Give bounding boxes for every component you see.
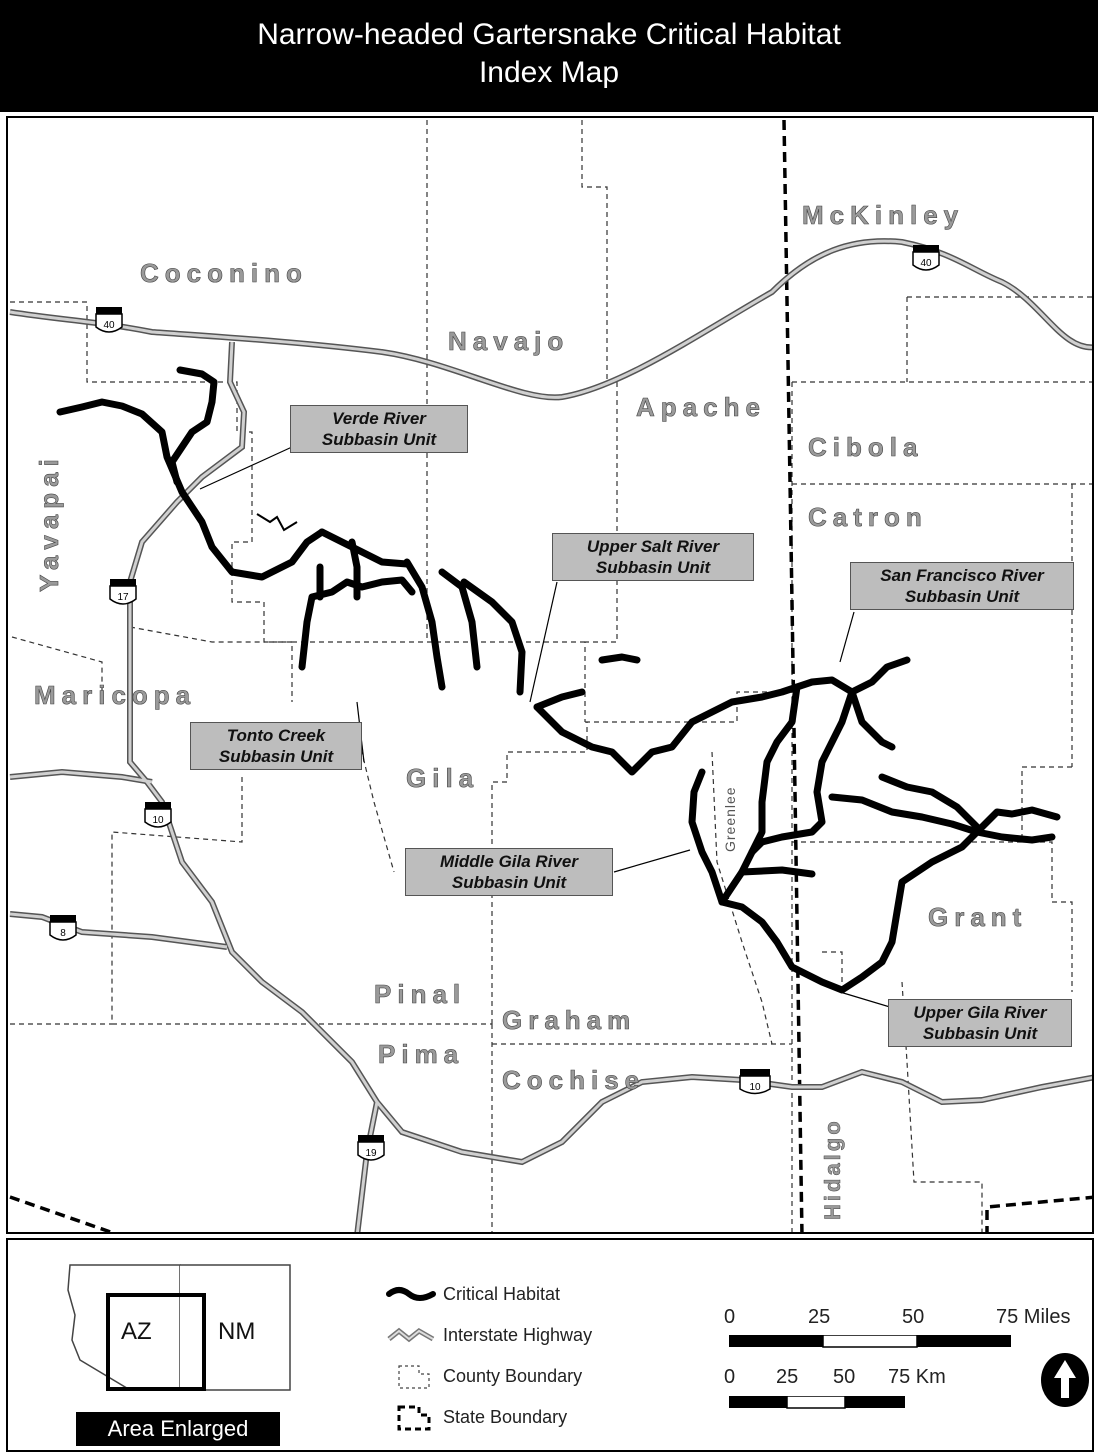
svg-text:17: 17	[117, 592, 129, 603]
unit-label-upper-gila-line2: Subbasin Unit	[922, 1024, 1038, 1043]
unit-label-verde-line2: Subbasin Unit	[321, 430, 437, 449]
svg-text:10: 10	[749, 1082, 761, 1093]
shield-i40-east: 40	[912, 245, 940, 271]
inset-label-nm: NM	[218, 1318, 256, 1345]
map-area: 40 40 17 10 8	[6, 116, 1094, 1234]
county-label-pinal: Pinal	[374, 979, 466, 1009]
shield-i10-west: 10	[144, 802, 172, 828]
svg-text:10: 10	[152, 815, 164, 826]
scale-km-tick-75: 75 Km	[888, 1366, 946, 1388]
scale-km-tick-0: 0	[724, 1366, 736, 1388]
svg-text:40: 40	[103, 320, 115, 331]
unit-label-middle-gila-line1: Middle Gila River	[440, 852, 578, 871]
map-svg: 40 40 17 10 8	[9, 119, 1092, 1232]
unit-label-tonto-line2: Subbasin Unit	[218, 747, 334, 766]
scale-km-tick-50: 50	[833, 1366, 856, 1388]
state-boundary-symbol	[397, 1405, 431, 1431]
unit-label-middle-gila-line2: Subbasin Unit	[451, 873, 567, 892]
inset-label-az: AZ	[121, 1318, 152, 1345]
unit-label-verde-line1: Verde River	[332, 409, 426, 428]
county-label-coconino: Coconino	[140, 258, 308, 288]
county-labels: Coconino Navajo Apache McKinley Cibola C…	[34, 200, 1027, 1221]
verde-detail-line	[256, 513, 298, 532]
leader-lines	[199, 446, 891, 1008]
county-label-hidalgo: Hidalgo	[820, 1118, 845, 1220]
county-label-mckinley: McKinley	[802, 200, 964, 230]
shield-i8: 8	[49, 915, 77, 941]
county-label-maricopa: Maricopa	[34, 680, 196, 710]
critical-habitat-lines	[56, 366, 1061, 994]
map-title: Narrow-headed Gartersnake Critical Habit…	[257, 18, 841, 51]
unit-label-tonto: Tonto Creek Subbasin Unit	[190, 722, 362, 770]
county-label-cochise: Cochise	[502, 1065, 645, 1095]
interstate-highways	[9, 238, 1092, 1232]
svg-text:8: 8	[60, 928, 66, 939]
county-label-catron: Catron	[808, 502, 928, 532]
county-label-apache: Apache	[636, 392, 766, 422]
county-label-navajo: Navajo	[448, 326, 569, 356]
shield-i17: 17	[109, 579, 137, 605]
county-label-cibola: Cibola	[808, 432, 923, 462]
inset-enlarged-area	[106, 1293, 206, 1391]
legend-county-boundary-label: County Boundary	[443, 1366, 583, 1386]
county-label-grant: Grant	[928, 902, 1027, 932]
critical-habitat-symbol	[386, 1287, 436, 1301]
shield-i10-east: 10	[739, 1069, 771, 1095]
county-boundary-symbol	[398, 1365, 430, 1389]
legend-panel	[6, 1238, 1094, 1452]
unit-label-san-francisco-line1: San Francisco River	[880, 566, 1044, 585]
interstate-shields: 40 40 17 10 8	[49, 245, 940, 1161]
county-label-graham: Graham	[502, 1005, 636, 1035]
shield-i19: 19	[357, 1135, 385, 1161]
unit-label-upper-salt-line1: Upper Salt River	[586, 537, 720, 556]
unit-label-tonto-line1: Tonto Creek	[226, 726, 326, 745]
legend-state-boundary-label: State Boundary	[443, 1407, 568, 1427]
scale-bar-km	[729, 1396, 905, 1409]
interstate-symbol	[387, 1327, 435, 1343]
scale-miles-tick-25: 25	[808, 1306, 831, 1328]
legend-interstate-label: Interstate Highway	[443, 1325, 593, 1345]
svg-text:19: 19	[365, 1148, 377, 1159]
scale-km-tick-25: 25	[776, 1366, 799, 1388]
county-label-gila: Gila	[406, 763, 479, 793]
county-label-greenlee: Greenlee	[722, 786, 738, 852]
north-arrow-icon	[1041, 1353, 1089, 1407]
shield-i40-west: 40	[95, 307, 123, 333]
scale-miles-tick-75: 75 Miles	[996, 1306, 1071, 1328]
svg-text:40: 40	[920, 258, 932, 269]
area-enlarged-label: Area Enlarged	[76, 1412, 280, 1446]
scale-miles-tick-50: 50	[902, 1306, 925, 1328]
inset-map	[67, 1264, 291, 1391]
unit-label-verde: Verde River Subbasin Unit	[290, 405, 468, 453]
legend-critical-habitat-label: Critical Habitat	[443, 1284, 561, 1304]
county-label-yavapai: Yavapai	[34, 453, 64, 592]
map-subtitle: Index Map	[478, 56, 620, 89]
unit-label-upper-gila-line1: Upper Gila River	[913, 1003, 1047, 1022]
unit-label-upper-salt: Upper Salt River Subbasin Unit	[552, 533, 754, 581]
scale-bar-miles	[729, 1335, 1011, 1348]
title-bar: Narrow-headed Gartersnake Critical Habit…	[0, 0, 1098, 112]
county-label-pima: Pima	[378, 1039, 464, 1069]
unit-label-upper-gila: Upper Gila River Subbasin Unit	[888, 999, 1072, 1047]
unit-label-middle-gila: Middle Gila River Subbasin Unit	[405, 848, 613, 896]
unit-label-san-francisco: San Francisco River Subbasin Unit	[850, 562, 1074, 610]
scale-miles-tick-0: 0	[724, 1306, 736, 1328]
unit-label-upper-salt-line2: Subbasin Unit	[595, 558, 711, 577]
unit-label-san-francisco-line2: Subbasin Unit	[904, 587, 1020, 606]
